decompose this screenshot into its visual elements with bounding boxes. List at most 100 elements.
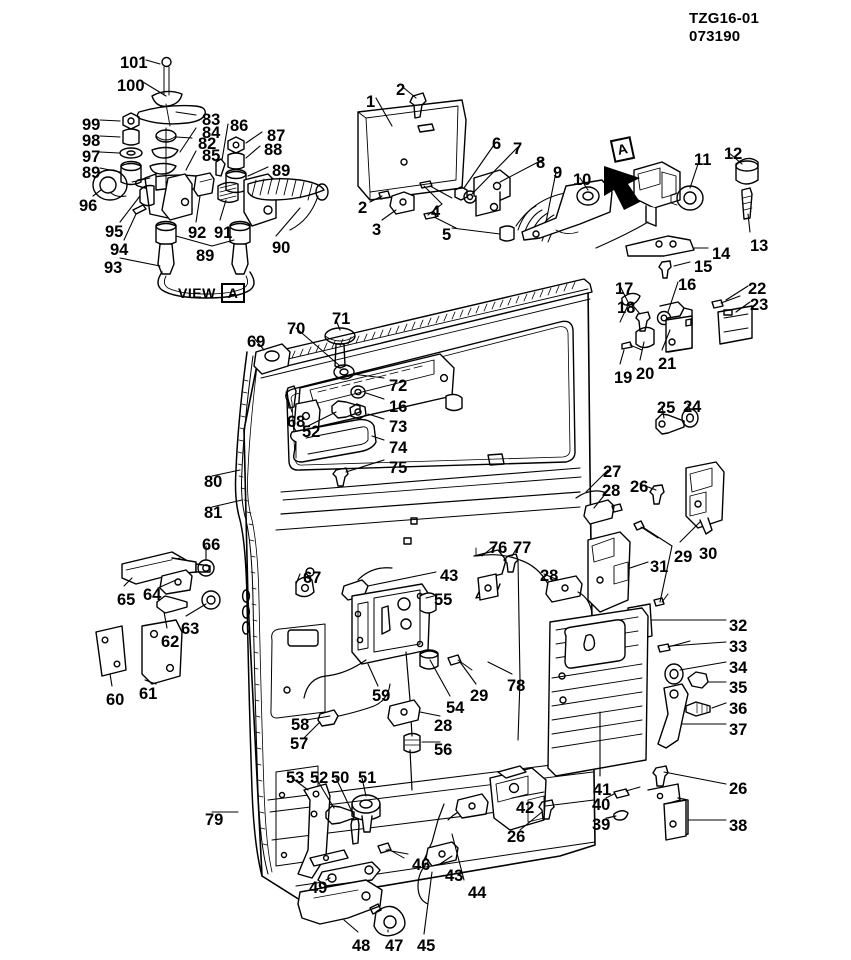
callout-83: 83 <box>202 111 221 129</box>
callout-46: 46 <box>412 856 431 874</box>
callout-40: 40 <box>592 796 611 814</box>
right-top-parts <box>595 157 759 353</box>
callout-38: 38 <box>729 817 748 835</box>
callout-67: 67 <box>303 569 322 587</box>
callout-47: 47 <box>385 937 404 955</box>
callout-64: 64 <box>143 586 162 604</box>
callout-16: 16 <box>389 398 408 416</box>
callout-56: 56 <box>434 741 453 759</box>
callout-4: 4 <box>431 203 441 221</box>
callout-26: 26 <box>630 478 649 496</box>
title-block: TZG16-01 073190 <box>689 10 759 47</box>
view-a-pointer-box: A <box>609 136 636 163</box>
callout-48: 48 <box>352 937 371 955</box>
drawing-number: TZG16-01 <box>689 10 759 27</box>
callout-74: 74 <box>389 439 408 457</box>
callout-97: 97 <box>82 148 101 166</box>
bottom-parts <box>297 765 555 937</box>
callout-22: 22 <box>748 280 767 298</box>
callout-62: 62 <box>161 633 180 651</box>
callout-81: 81 <box>204 504 223 522</box>
callout-52: 52 <box>302 423 321 441</box>
date-code: 073190 <box>689 28 741 46</box>
callout-43: 43 <box>440 567 459 585</box>
callout-41: 41 <box>593 781 612 799</box>
callout-78: 78 <box>507 677 526 695</box>
callout-18: 18 <box>617 299 636 317</box>
callout-77: 77 <box>513 539 532 557</box>
callout-94: 94 <box>110 241 129 259</box>
vent-panel-41 <box>547 607 649 777</box>
callout-51: 51 <box>358 769 377 787</box>
callout-10: 10 <box>573 171 592 189</box>
callout-27: 27 <box>603 463 622 481</box>
callout-99: 99 <box>82 116 101 134</box>
callout-37: 37 <box>729 721 748 739</box>
callout-28: 28 <box>602 482 621 500</box>
callout-39: 39 <box>592 816 611 834</box>
callout-23: 23 <box>750 296 769 314</box>
view-a-arrow <box>604 166 640 210</box>
callout-61: 61 <box>139 685 158 703</box>
callout-85: 85 <box>202 147 221 165</box>
callout-34: 34 <box>729 659 748 677</box>
callout-2: 2 <box>396 81 406 99</box>
callout-33: 33 <box>729 638 748 656</box>
callout-90: 90 <box>272 239 291 257</box>
right-middle-parts <box>575 408 725 841</box>
door-top-parts <box>253 327 463 487</box>
callout-93: 93 <box>104 259 123 277</box>
callout-98: 98 <box>82 132 101 150</box>
callout-31: 31 <box>650 558 669 576</box>
callout-16: 16 <box>678 276 697 294</box>
callout-52: 52 <box>310 769 329 787</box>
view-a-box-letter: A <box>220 283 246 304</box>
callout-3: 3 <box>372 221 382 239</box>
callout-36: 36 <box>729 700 748 718</box>
left-parts <box>95 551 315 685</box>
callout-29: 29 <box>674 548 693 566</box>
callout-72: 72 <box>389 377 408 395</box>
callout-54: 54 <box>446 699 465 717</box>
callout-35: 35 <box>729 679 748 697</box>
callout-42: 42 <box>516 799 535 817</box>
callout-63: 63 <box>181 620 200 638</box>
callout-89: 89 <box>272 162 291 180</box>
callout-88: 88 <box>264 141 283 159</box>
callout-101: 101 <box>120 54 148 72</box>
callout-26: 26 <box>507 828 526 846</box>
callout-43: 43 <box>445 867 464 885</box>
callout-82: 82 <box>198 135 217 153</box>
callout-69: 69 <box>247 333 266 351</box>
callout-79: 79 <box>205 811 224 829</box>
callout-1: 1 <box>366 93 376 111</box>
callout-89: 89 <box>82 164 101 182</box>
callout-29: 29 <box>470 687 489 705</box>
callout-57: 57 <box>290 735 309 753</box>
callout-66: 66 <box>202 536 221 554</box>
callout-91: 91 <box>214 224 233 242</box>
callout-28: 28 <box>540 567 559 585</box>
callout-100: 100 <box>117 77 145 95</box>
callout-59: 59 <box>372 687 391 705</box>
callout-96: 96 <box>79 197 98 215</box>
callout-2: 2 <box>358 199 368 217</box>
callout-50: 50 <box>331 769 350 787</box>
top-center-parts <box>357 92 613 243</box>
callout-5: 5 <box>442 226 452 244</box>
callout-75: 75 <box>389 459 408 477</box>
callout-49: 49 <box>309 879 328 897</box>
callout-24: 24 <box>683 398 702 416</box>
callout-28: 28 <box>434 717 453 735</box>
callout-71: 71 <box>332 310 351 328</box>
callout-89: 89 <box>196 247 215 265</box>
callout-86: 86 <box>230 117 249 135</box>
callout-44: 44 <box>468 884 487 902</box>
callout-58: 58 <box>291 716 310 734</box>
callout-32: 32 <box>729 617 748 635</box>
callout-11: 11 <box>694 151 712 169</box>
callout-8: 8 <box>536 154 546 172</box>
